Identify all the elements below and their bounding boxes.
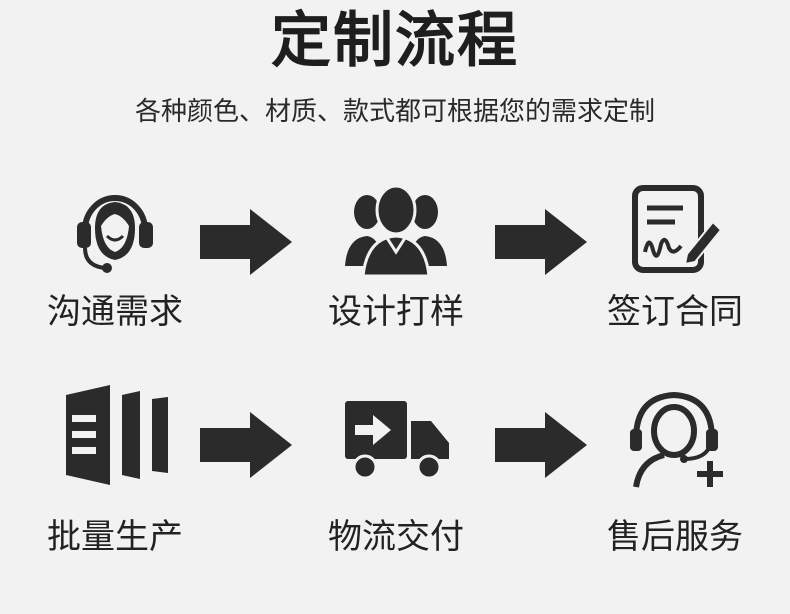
customer-service-headset-icon [77,195,153,273]
step-contract: 签订合同 [580,180,770,340]
arrow-right-icon [495,412,587,478]
arrow-right-icon [495,209,587,275]
arrow-right-icon [200,412,292,478]
step-label: 物流交付 [328,517,464,557]
step-label: 售后服务 [607,517,743,557]
step-delivery: 物流交付 [301,385,491,565]
page-subtitle: 各种颜色、材质、款式都可根据您的需求定制 [134,97,655,127]
sign-contract-icon [632,185,723,273]
step-after-sales: 售后服务 [580,385,770,565]
step-label: 签订合同 [607,292,743,332]
after-sales-support-icon [630,391,723,488]
page-title: 定制流程 [271,6,519,76]
step-label: 沟通需求 [47,292,183,332]
delivery-truck-icon [345,401,449,480]
step-label: 批量生产 [47,517,183,557]
arrow-right-icon [200,209,292,275]
step-label: 设计打样 [328,292,464,332]
step-communicate: 沟通需求 [20,180,210,340]
step-design: 设计打样 [301,180,491,340]
design-team-icon [345,184,447,278]
step-production: 批量生产 [20,385,210,565]
mass-production-icon [66,385,168,485]
